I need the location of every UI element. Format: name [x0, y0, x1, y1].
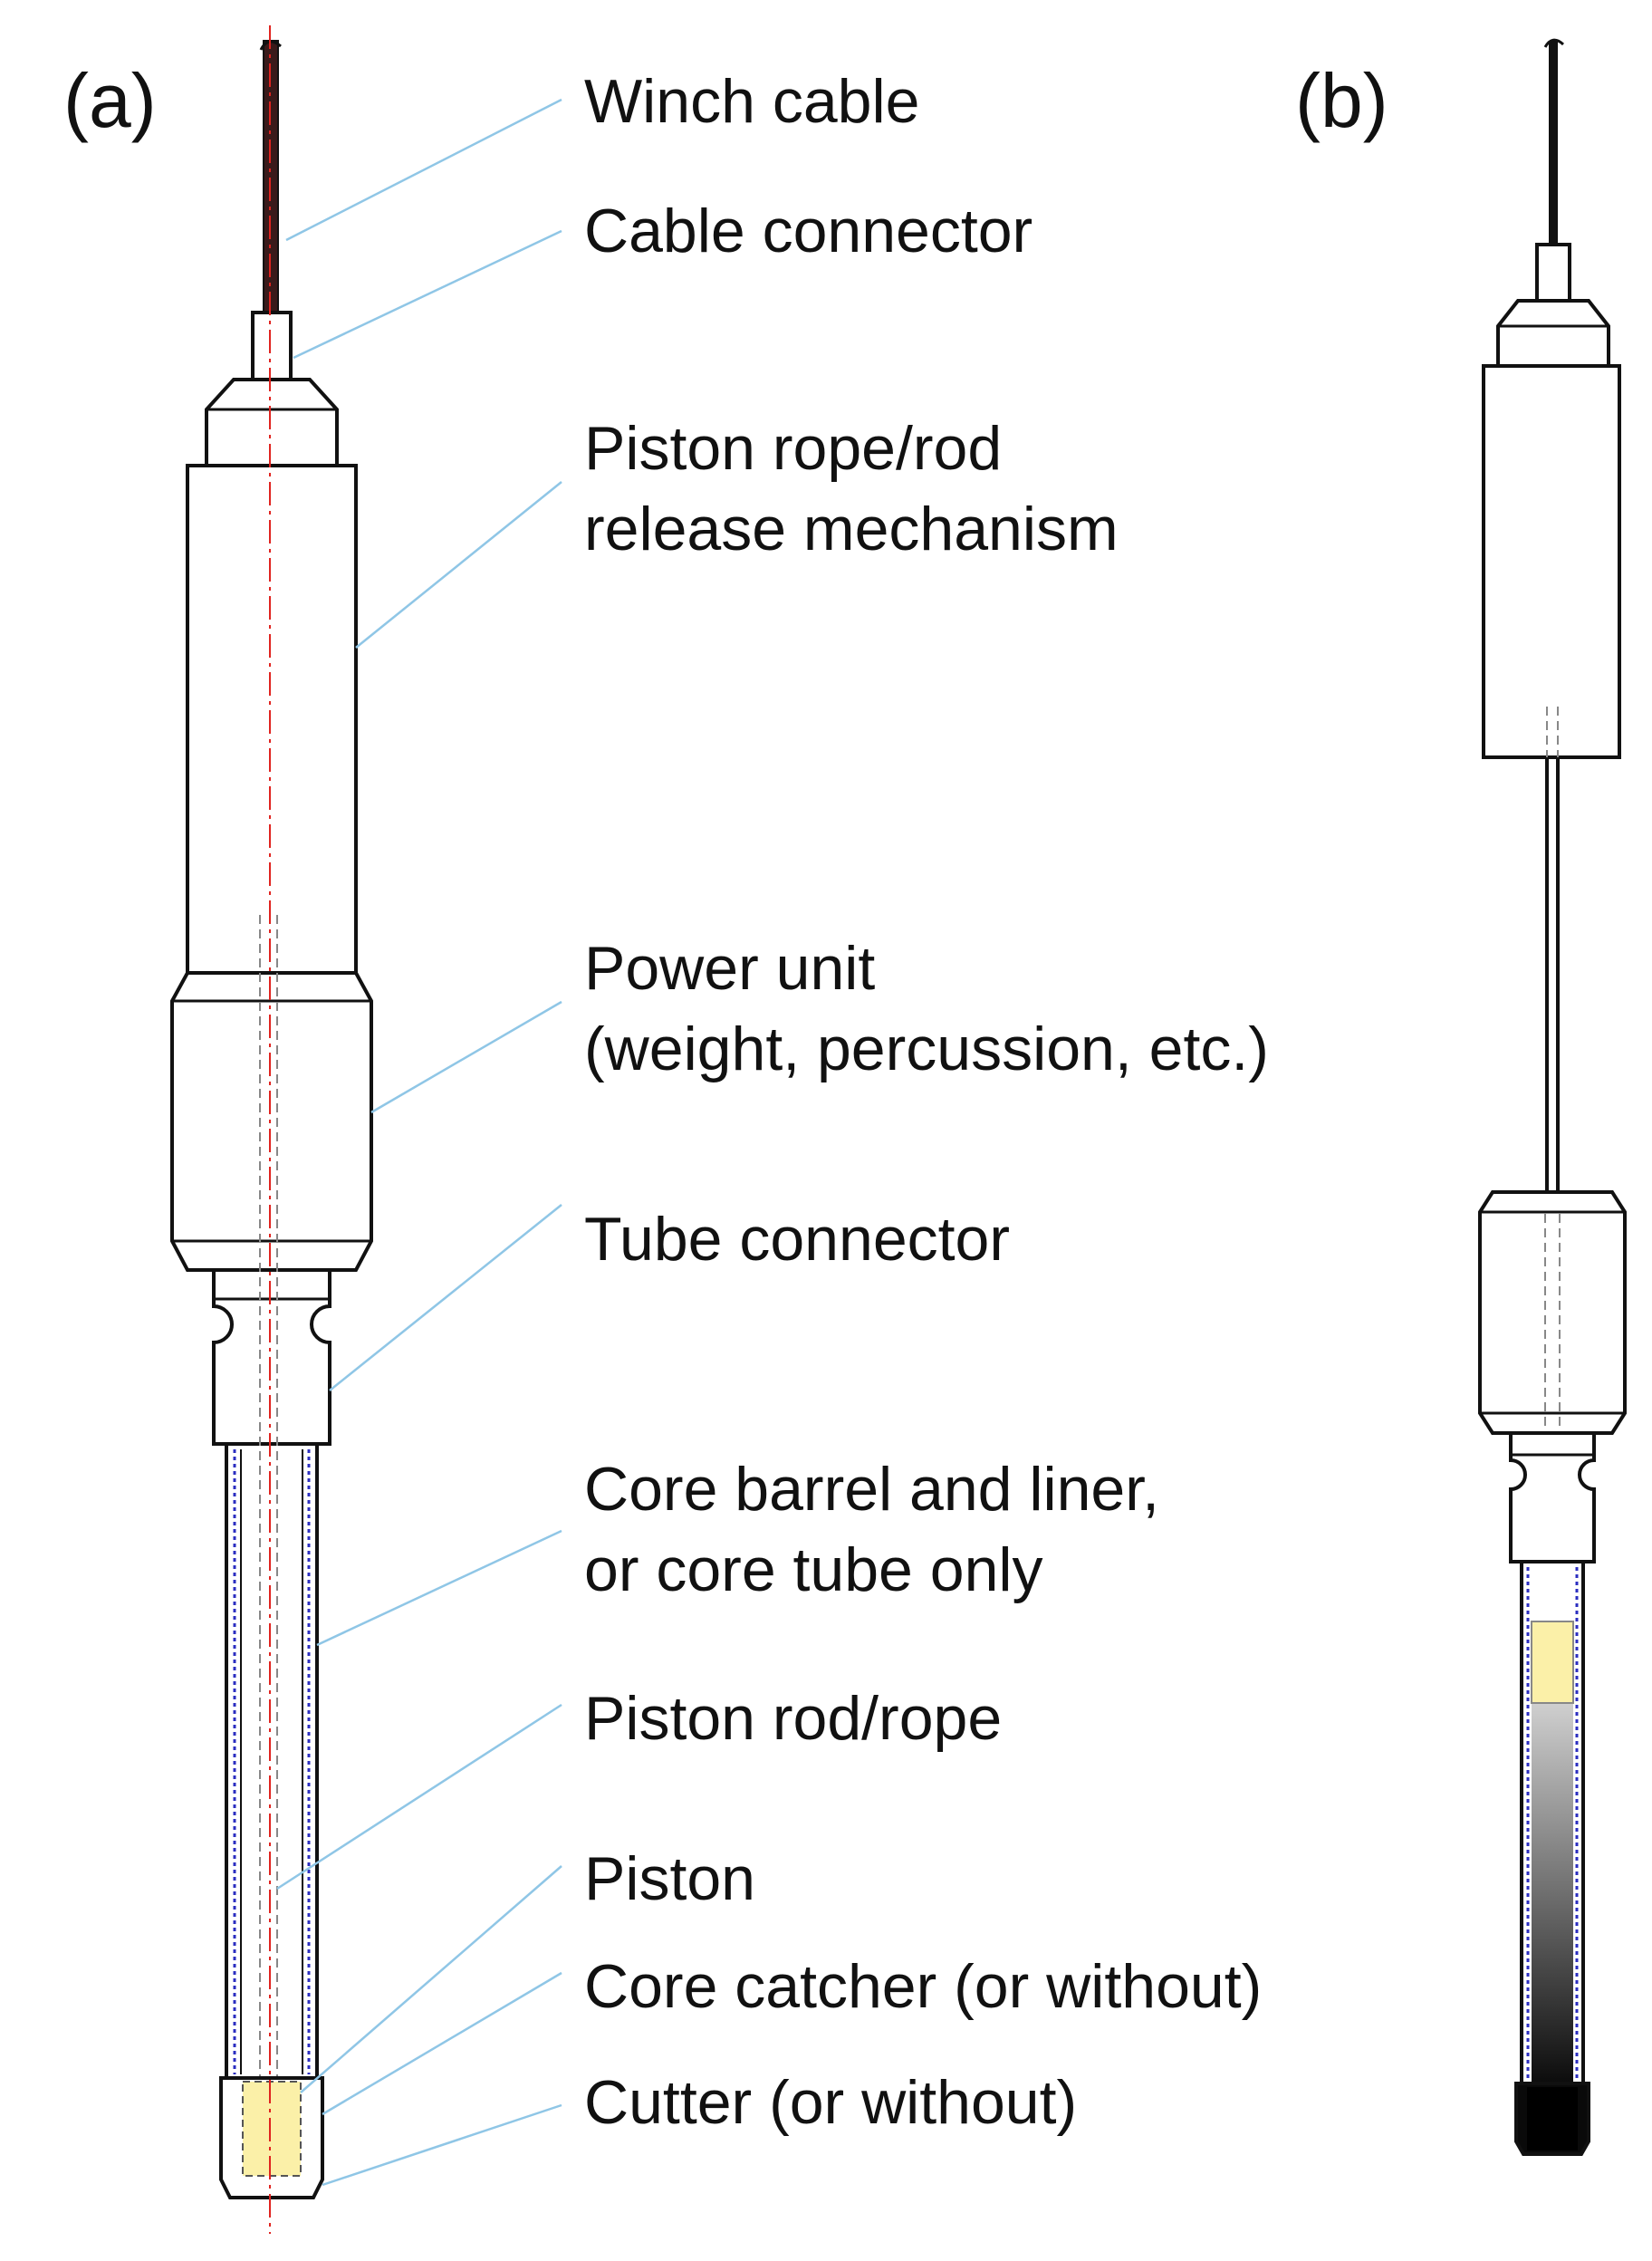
panel-label-b: (b): [1295, 58, 1388, 143]
label-cutter: Cutter (or without): [584, 2068, 1077, 2137]
tube-connector-a: [212, 1268, 331, 1446]
release-cap-b: [1496, 299, 1610, 368]
label-piston: Piston: [584, 1844, 755, 1913]
label-barrel-line1: Core barrel and liner,: [584, 1455, 1159, 1524]
label-power-line2: (weight, percussion, etc.): [584, 1015, 1269, 1083]
label-tube-connector: Tube connector: [584, 1205, 1010, 1274]
label-winch-cable: Winch cable: [584, 67, 919, 136]
release-mechanism-b: [1482, 364, 1621, 759]
piston-a: [242, 2081, 302, 2177]
power-unit-b: [1478, 1190, 1627, 1435]
cable-connector-a: [251, 311, 293, 381]
tube-connector-b: [1509, 1431, 1596, 1563]
label-piston-rod: Piston rod/rope: [584, 1684, 1002, 1753]
label-core-catcher: Core catcher (or without): [584, 1952, 1262, 2021]
piston-b: [1531, 1621, 1574, 1704]
label-release-line1: Piston rope/rod: [584, 414, 1002, 483]
leader-lines: [276, 98, 562, 2187]
release-cap-a: [205, 378, 339, 467]
piston-rod-b: [1545, 755, 1560, 1194]
label-power-line1: Power unit: [584, 934, 875, 1003]
cable-connector-b: [1535, 243, 1571, 303]
sediment-core-b: [1532, 1703, 1573, 2087]
label-cable-connector: Cable connector: [584, 197, 1032, 265]
corer-a: [170, 25, 373, 2234]
label-barrel-line2: or core tube only: [584, 1535, 1043, 1604]
power-unit-a: [170, 971, 373, 1272]
release-mechanism-a: [186, 464, 358, 975]
corer-b: [1478, 38, 1627, 2156]
label-release-line2: release mechanism: [584, 495, 1119, 563]
winch-cable-b: [1549, 41, 1558, 245]
panel-label-a: (a): [63, 58, 157, 143]
